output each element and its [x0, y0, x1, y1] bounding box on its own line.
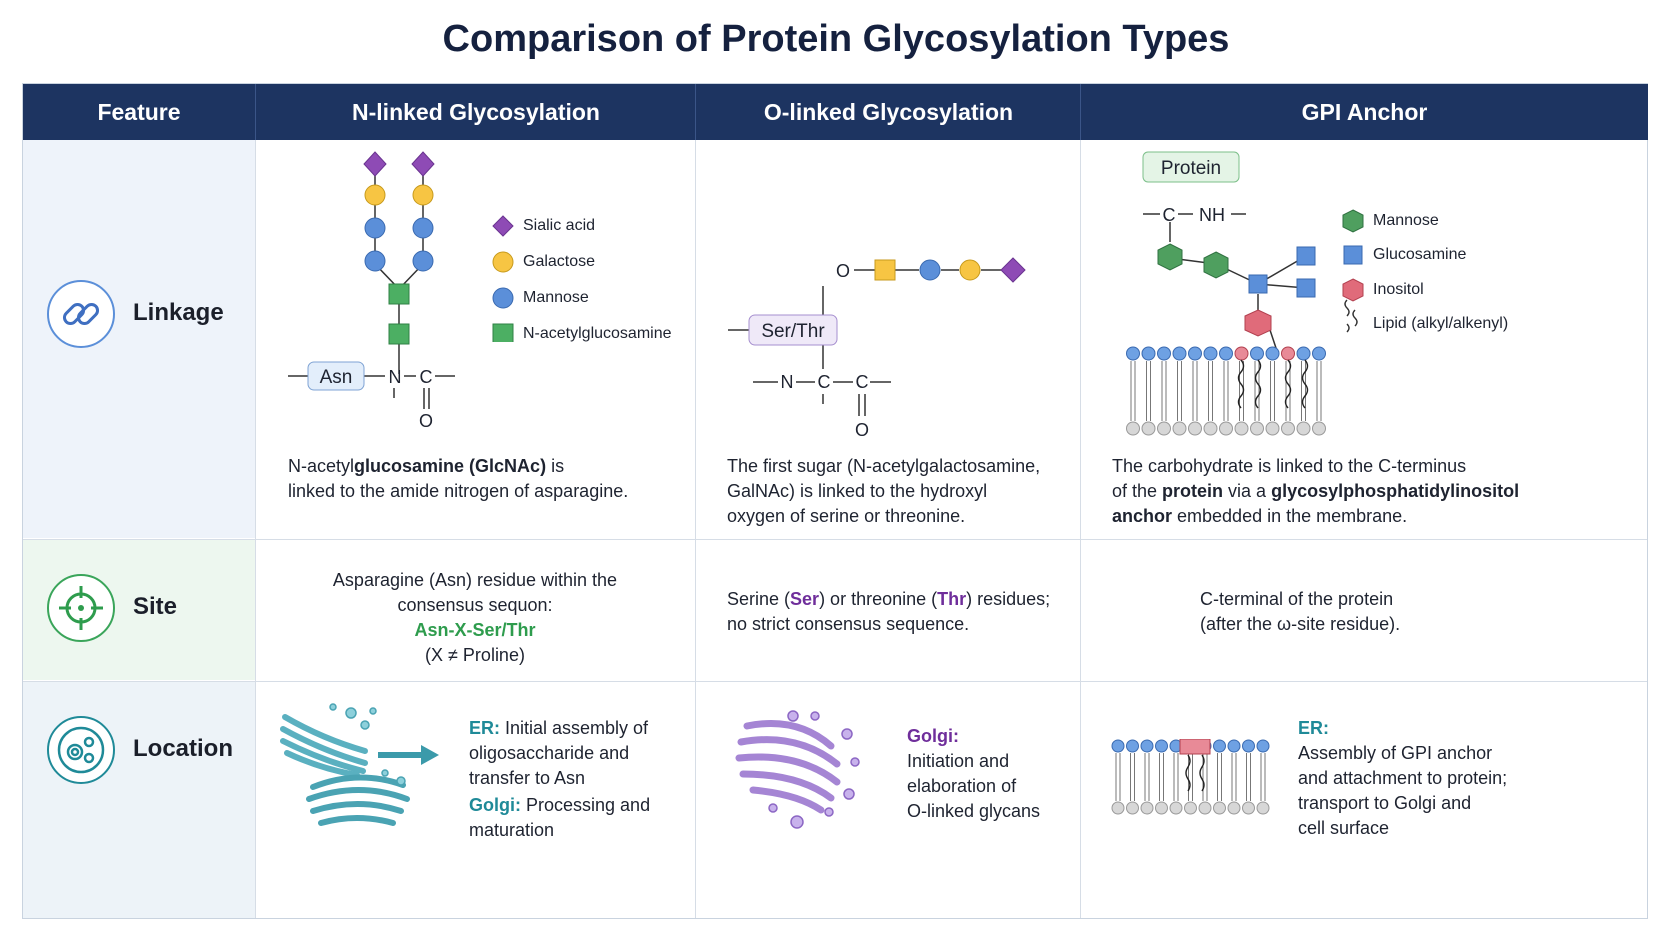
legend-glcnac: N-acetylglucosamine — [523, 325, 672, 342]
row-label-site: Site — [133, 593, 178, 620]
legend-sialic-acid: Sialic acid — [523, 217, 596, 234]
comparison-table: Feature N-linked Glycosylation O-linked … — [22, 83, 1648, 919]
legend-inositol: Inositol — [1373, 281, 1424, 298]
o-site-text: Serine (Ser) or threonine (Thr) residues… — [727, 589, 1051, 634]
n-location-text: ER: Initial assembly of oligosaccharide … — [469, 718, 651, 840]
svg-text:C: C — [856, 372, 869, 392]
gpi-legend-symbols — [1342, 209, 1364, 333]
asn-label: Asn — [320, 367, 353, 388]
gpi-linkage-text: The carbohydrate is linked to the C-term… — [1112, 456, 1520, 526]
n-site-text: Asparagine (Asn) residue within the cons… — [332, 570, 618, 665]
gpi-location-text: ER: Assembly of GPI anchor and attachmen… — [1298, 718, 1508, 838]
golgi-illustration — [735, 710, 860, 829]
header-n-linked: N-linked Glycosylation — [255, 84, 696, 140]
header-gpi: GPI Anchor — [1080, 84, 1648, 140]
svg-text:O: O — [855, 420, 869, 440]
gpi-site-text: C-terminal of the protein (after the ω-s… — [1200, 589, 1401, 634]
svg-text:C: C — [818, 372, 831, 392]
er-golgi-illustration — [280, 703, 439, 826]
n-legend-symbols — [492, 215, 514, 342]
gpi-membrane-bilayer — [1126, 346, 1326, 436]
row-label-linkage: Linkage — [133, 299, 224, 326]
o-glycan-oxygen: O — [836, 261, 850, 281]
o-linkage-text: The first sugar (N-acetylgalactosamine, … — [727, 456, 1041, 526]
gpi-anchor-diagram: Protein C NH — [1142, 151, 1316, 355]
legend-glucosamine: Glucosamine — [1373, 246, 1467, 263]
legend-gpi-mannose: Mannose — [1373, 212, 1439, 229]
row-label-location: Location — [133, 735, 233, 762]
er-membrane-illustration — [1111, 739, 1270, 815]
link-icon — [47, 280, 115, 348]
protein-label: Protein — [1161, 158, 1221, 179]
header-feature: Feature — [23, 84, 255, 140]
o-location-text: Golgi: Initiation and elaboration of O-l… — [907, 726, 1041, 821]
legend-lipid: Lipid (alkyl/alkenyl) — [1373, 315, 1509, 332]
svg-text:C: C — [1163, 205, 1176, 225]
svg-text:N: N — [781, 372, 794, 392]
row-head-bg-location — [23, 681, 255, 918]
svg-text:NH: NH — [1199, 205, 1225, 225]
o-atom: O — [419, 411, 433, 431]
legend-galactose: Galactose — [523, 253, 596, 270]
n-linkage-text: N-acetylglucosamine (GlcNAc) is linked t… — [288, 456, 629, 501]
cell-icon — [47, 716, 115, 784]
page-title: Comparison of Protein Glycosylation Type… — [442, 18, 1230, 60]
ser-thr-label: Ser/Thr — [761, 321, 825, 342]
n-atom: N — [389, 367, 402, 387]
o-linked-glycan-diagram: O Ser/Thr N C C O — [728, 257, 1026, 440]
target-icon — [47, 574, 115, 642]
legend-mannose: Mannose — [523, 289, 589, 306]
header-o-linked: O-linked Glycosylation — [695, 84, 1081, 140]
n-linked-glycan-diagram: Asn N C O — [288, 151, 455, 431]
c-atom: C — [420, 367, 433, 387]
